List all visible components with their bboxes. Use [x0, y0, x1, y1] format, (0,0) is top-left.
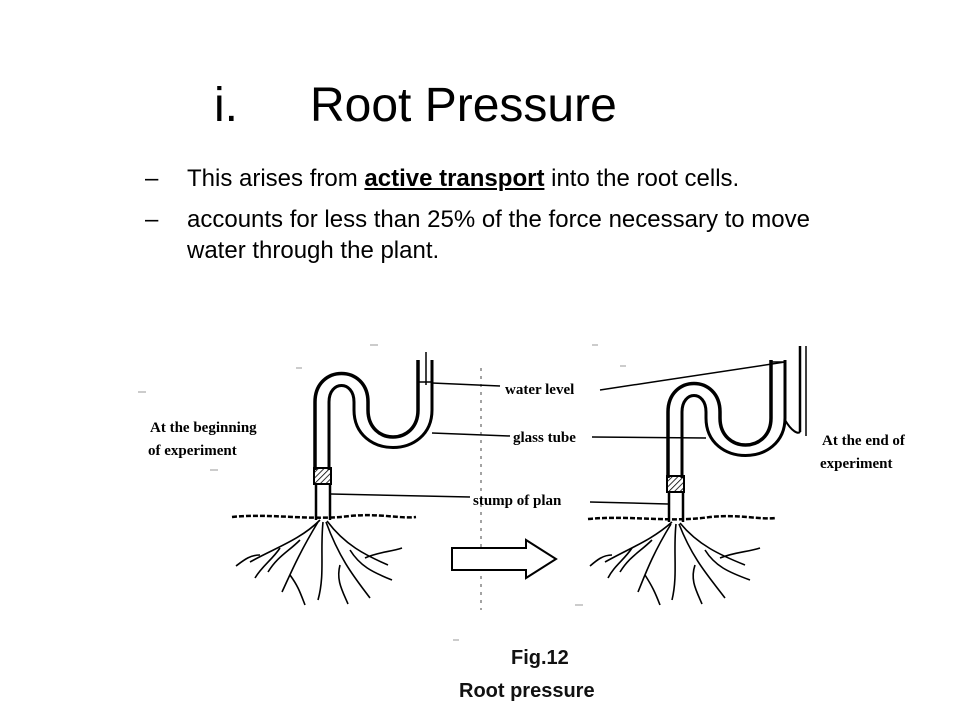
direction-arrow-icon	[451, 538, 558, 580]
title-number: i.	[214, 79, 238, 132]
water-level-label: water level	[505, 382, 574, 398]
left-glass-tube-inner	[327, 360, 434, 470]
scan-marks	[138, 344, 626, 641]
right-apparatus	[587, 346, 807, 606]
right-glass-tube-inner	[680, 360, 787, 478]
bullet-dash: –	[145, 206, 159, 233]
left-caption-line-2: of experiment	[148, 443, 237, 459]
right-rubber-connector	[666, 475, 685, 493]
left-soil-surface	[231, 513, 417, 519]
bullet-text: This arises from active transport into t…	[187, 163, 865, 194]
leader-lines	[330, 361, 786, 505]
left-apparatus	[231, 352, 434, 606]
stump-label: stump of plan	[473, 493, 562, 509]
bullet-list: – This arises from active transport into…	[145, 163, 865, 276]
bullet-item-1: – This arises from active transport into…	[145, 163, 865, 194]
right-glass-tube	[666, 360, 773, 478]
left-roots	[235, 519, 403, 606]
active-transport-emphasis: active transport	[364, 165, 545, 192]
slide-title: i. Root Pressure	[214, 82, 617, 130]
right-stem	[667, 492, 685, 522]
left-stem	[314, 484, 332, 520]
right-roots	[589, 521, 761, 606]
bullet-text-before: This arises from	[187, 165, 365, 192]
left-caption-line-1: At the beginning	[150, 420, 257, 436]
left-glass-tube	[313, 360, 420, 470]
figure-number: Fig.12	[511, 647, 569, 669]
right-caption-line-2: experiment	[820, 456, 892, 472]
bullet-dash: –	[145, 165, 159, 192]
right-caption-line-1: At the end of	[822, 433, 906, 449]
right-tube-joint	[784, 419, 801, 434]
bullet-item-2: – accounts for less than 25% of the forc…	[145, 204, 865, 266]
bullet-text: accounts for less than 25% of the force …	[187, 206, 810, 264]
glass-tube-label: glass tube	[513, 430, 576, 446]
figure-title: Root pressure	[459, 680, 595, 702]
bullet-text-after: into the root cells.	[544, 165, 740, 192]
title-text: Root Pressure	[310, 79, 617, 132]
left-rubber-connector	[313, 467, 332, 485]
right-soil-surface	[587, 514, 777, 521]
